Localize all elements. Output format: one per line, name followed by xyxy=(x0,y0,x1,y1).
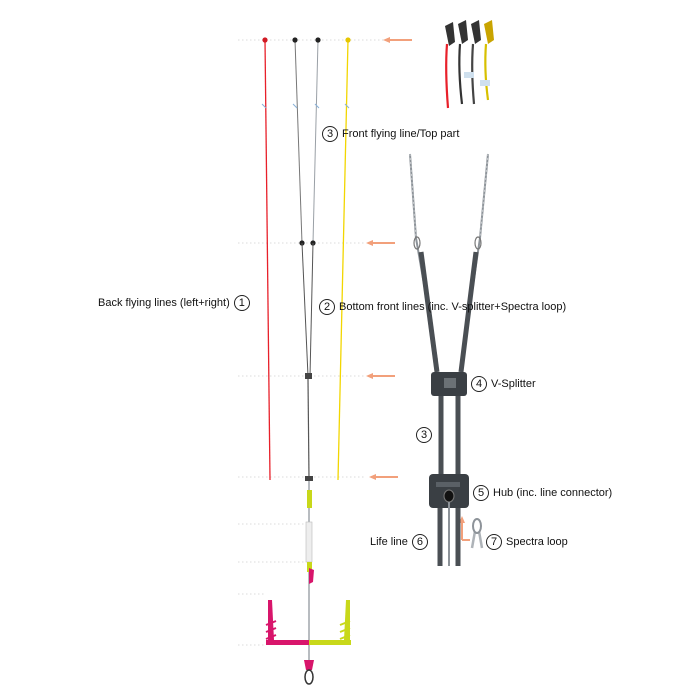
chicken-loop xyxy=(304,669,314,685)
number-3-badge: 3 xyxy=(322,126,338,142)
number-2-badge: 2 xyxy=(319,299,335,315)
number-5-badge: 5 xyxy=(473,485,489,501)
number-1-badge: 1 xyxy=(233,295,250,311)
number-3-badge-middle: 3 xyxy=(416,427,432,443)
control-bar xyxy=(265,600,351,685)
label-v-splitter-text: V-Splitter xyxy=(491,378,536,390)
flying-lines xyxy=(261,37,351,660)
label-front-top-text: Front flying line/Top part xyxy=(342,128,460,140)
back-left-line-end xyxy=(262,37,268,43)
label-spectra-loop: 7 Spectra loop xyxy=(486,534,568,550)
label-hub: 5 Hub (inc. line connector) xyxy=(473,485,612,501)
label-bottom-front: 2 Bottom front lines (inc. V-splitter+Sp… xyxy=(319,299,566,315)
line-ends-detail xyxy=(445,20,494,109)
back-right-line-end xyxy=(345,37,351,43)
label-back-flying-lines-text: Back flying lines (left+right) xyxy=(98,297,230,309)
back-right-line xyxy=(337,39,349,481)
front-right-top-line xyxy=(312,39,319,244)
label-middle-line: 3 xyxy=(416,427,432,443)
number-4-badge: 4 xyxy=(471,376,487,392)
back-left-line xyxy=(264,39,271,481)
v-splitter-hub xyxy=(429,372,484,566)
front-left-top-line xyxy=(294,39,303,244)
front-top-detail xyxy=(409,153,489,373)
number-7-badge: 7 xyxy=(486,534,502,550)
arrows xyxy=(366,37,470,541)
label-v-splitter: 4 V-Splitter xyxy=(471,376,536,392)
label-hub-text: Hub (inc. line connector) xyxy=(493,487,613,499)
number-6-badge: 6 xyxy=(411,534,428,550)
label-life-line: Life line 6 xyxy=(370,534,428,550)
label-bottom-front-text: Bottom front lines (inc. V-splitter+Spec… xyxy=(339,301,567,313)
label-spectra-loop-text: Spectra loop xyxy=(506,536,568,548)
label-front-top: 3 Front flying line/Top part xyxy=(322,126,459,142)
label-back-flying-lines: Back flying lines (left+right) 1 xyxy=(98,295,250,311)
label-life-line-text: Life line xyxy=(370,536,408,548)
